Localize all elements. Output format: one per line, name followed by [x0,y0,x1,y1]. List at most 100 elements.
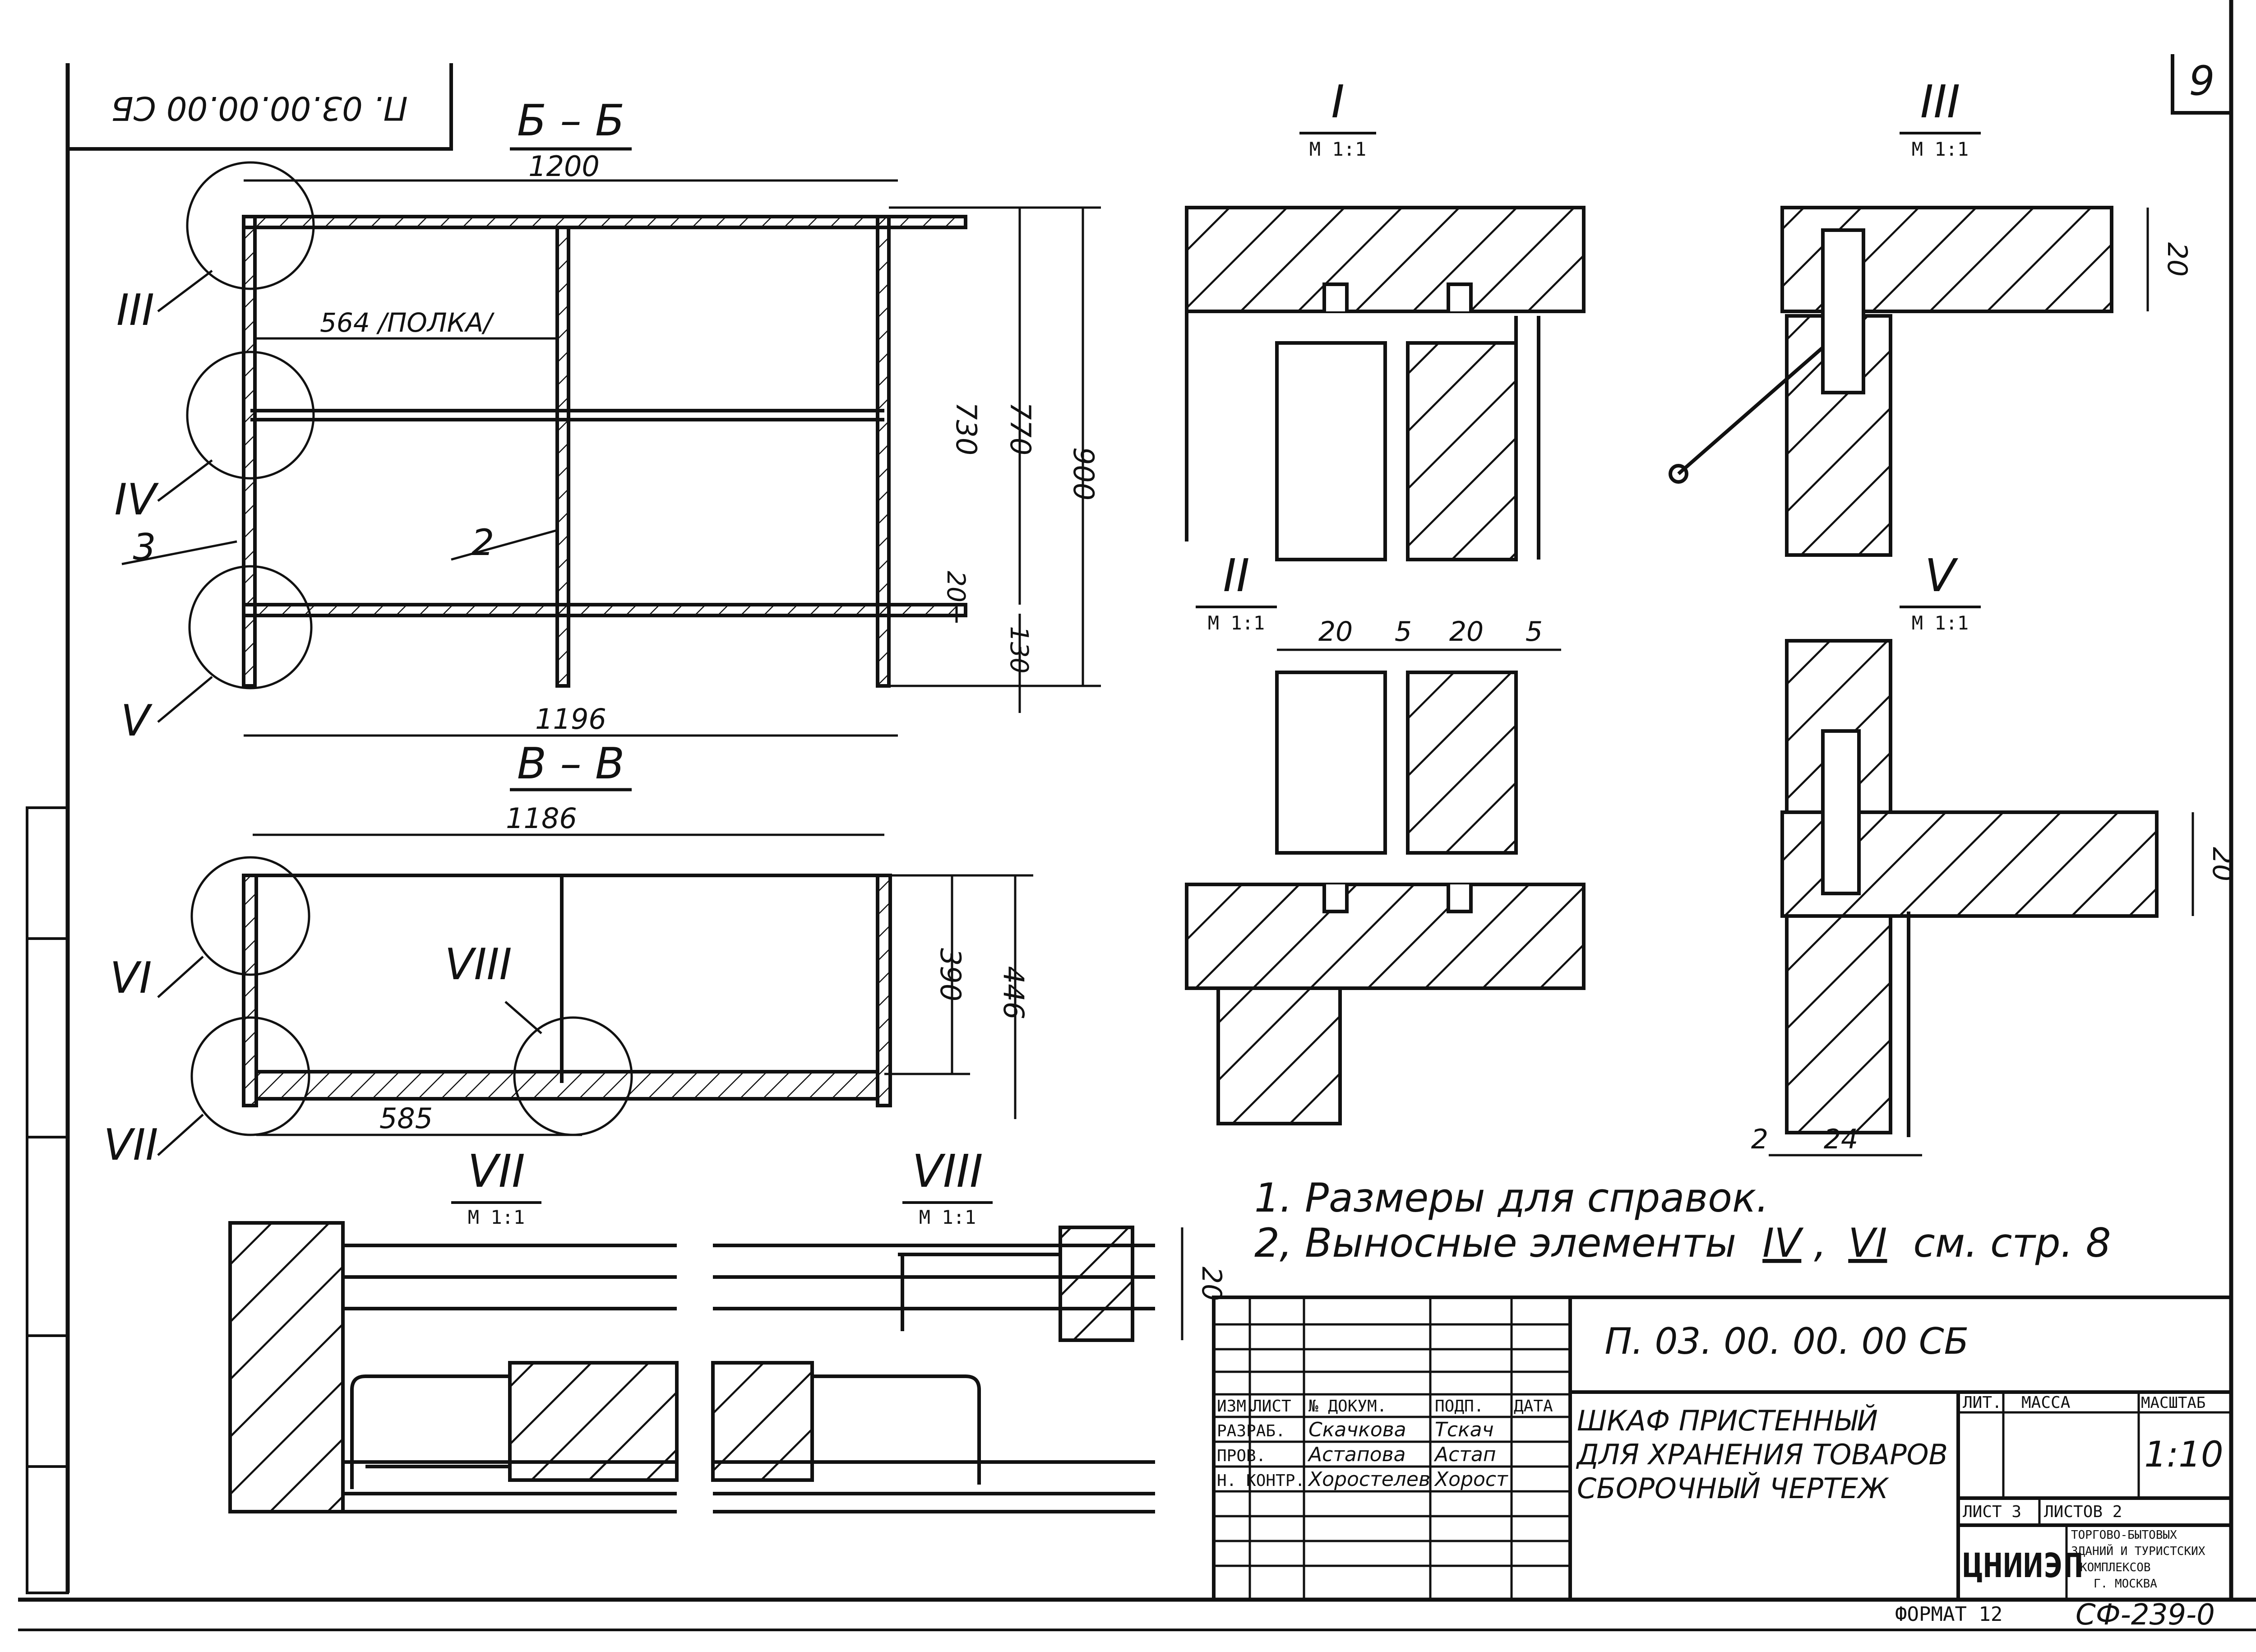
detail-III-title: III [1920,75,1960,128]
tb-name-line3: СБОРОЧНЫЙ ЧЕРТЕЖ [1577,1472,1889,1505]
detail-V-dim-20: 20 [2206,847,2238,881]
cabinet-body-bb [242,215,967,688]
left-margin-strip [26,806,69,1594]
detail-VIII-title: VIII [912,1145,983,1198]
tb-hdr-data: ДАТА [1514,1397,1553,1416]
detail-III-scale: М 1:1 [1912,138,1969,160]
tb-org-line4: Г. МОСКВА [2094,1577,2157,1591]
detail-II-dim-20a: 20 [1318,616,1353,648]
detail-II-title: II [1223,549,1250,602]
tb-sig-prov: Астап [1433,1443,1496,1466]
note-2: 2, Выносные элементы IV , VI см. стр. 8 [1254,1220,2111,1266]
detail-VII-scale: М 1:1 [468,1206,525,1228]
tb-name-razrab: Скачкова [1308,1418,1406,1441]
tb-org-line3: КОМПЛЕКСОВ [2080,1561,2151,1574]
tb-name-line1: ШКАФ ПРИСТЕННЫЙ [1577,1404,1878,1437]
detail-II-scale: М 1:1 [1208,612,1265,634]
detail-III-dim-20: 20 [2161,242,2193,277]
callout-2: 2 [472,522,495,564]
note-1: 1. Размеры для справок. [1254,1175,1769,1221]
detail-VIII-dim-20: 20 [1196,1267,1227,1301]
dim-730: 730 [950,402,983,455]
tb-role-razrab: РАЗРАБ. [1217,1422,1285,1440]
tb-col-masshtab: МАСШТАБ [2141,1394,2205,1412]
detail-III: III М 1:1 20 [1669,75,2193,557]
notes: 1. Размеры для справок. 2, Выносные элем… [1254,1175,2111,1266]
detail-VIII-scale: М 1:1 [919,1206,976,1228]
tb-role-prov: ПРОВ. [1217,1447,1266,1465]
tb-name-prov: Астапова [1307,1443,1405,1466]
tb-org-line2: ЗДАНИЙ И ТУРИСТСКИХ [2071,1544,2205,1558]
detail-I-title: I [1331,75,1345,128]
dimensions-bb [244,179,1101,737]
detail-II: II М 1:1 20 5 20 5 [1185,549,1586,1125]
dim-1200: 1200 [528,150,600,183]
tb-sheet: ЛИСТ 3 [1963,1503,2021,1521]
detail-VII-title: VII [467,1145,525,1198]
note-2-prefix: 2, Выносные элементы [1254,1220,1736,1266]
callout-label-IV: IV [114,475,159,525]
tb-sig-nkontr: Хорост [1434,1468,1508,1491]
stamp-box-top-left: П. 03.00.00.00 СБ [66,63,453,151]
callout-label-VIII: VIII [444,940,512,990]
dim-446: 446 [997,966,1030,1019]
callout-label-VII: VII [103,1120,158,1170]
detail-II-dim-20b: 20 [1449,616,1484,648]
note-2-separator: , [1814,1220,1826,1266]
dim-770: 770 [1004,402,1037,455]
callout-label-III: III [116,286,154,335]
tb-org-line1: ТОРГОВО-БЫТОВЫХ [2071,1528,2177,1542]
tb-hdr-ndok: № ДОКУМ. [1308,1397,1387,1416]
detail-II-dim-5a: 5 [1395,616,1412,648]
tb-name-line2: ДЛЯ ХРАНЕНИЯ ТОВАРОВ [1576,1438,1948,1471]
tb-org-logo: ЦНИИЭП [1963,1546,2083,1585]
detail-V-title: V [1925,549,1959,602]
detail-VII: VII М 1:1 [228,1145,679,1513]
footer-code: СФ-239-0 [2076,1598,2215,1632]
section-v-v-title: В – В [517,739,624,789]
stamp-code-rotated: П. 03.00.00.00 СБ [111,89,408,127]
section-v-v: В – В 1186 585 390 446 [103,739,1033,1170]
section-b-b-title: Б – Б [517,96,624,146]
detail-VIII: VIII М 1:1 20 [711,1145,1227,1513]
detail-I: I М 1:1 [1185,75,1586,561]
tb-hdr-list: ЛИСТ [1252,1397,1291,1416]
tb-sheets: ЛИСТОВ 2 [2044,1503,2122,1521]
tb-designation: П. 03. 00. 00. 00 СБ [1605,1320,1969,1362]
callout-3: 3 [133,526,156,568]
tb-role-nkontr: Н. КОНТР. [1217,1472,1305,1490]
title-block: П. 03. 00. 00. 00 СБ ИЗМ. ЛИСТ № ДОКУМ. … [1212,1296,2233,1601]
note-2-ref-VI: VI [1848,1220,1887,1266]
callout-circles-vv [157,856,633,1156]
dim-130: 130 [1005,626,1034,674]
note-2-suffix: см. стр. 8 [1913,1220,2111,1266]
dim-1186: 1186 [506,802,577,835]
dim-564-shelf: 564 /ПОЛКА/ [320,307,495,338]
dim-585: 585 [379,1102,433,1135]
note-2-ref-IV: IV [1762,1220,1804,1266]
detail-V: V М 1:1 20 2 24 [1751,549,2238,1157]
detail-V-dim-2: 2 [1751,1124,1768,1155]
dim-1196: 1196 [535,703,606,736]
dim-900: 900 [1067,447,1100,500]
footer-format: ФОРМАТ 12 [1895,1603,2002,1626]
footer: ФОРМАТ 12 СФ-239-0 [1895,1598,2215,1632]
dim-390: 390 [934,948,967,1001]
tb-name-nkontr: Хоростелев [1308,1468,1430,1491]
detail-V-scale: М 1:1 [1912,612,1969,634]
page-number-box: 9 [2171,54,2231,115]
tb-sig-razrab: Тскач [1435,1418,1494,1441]
detail-II-dim-5b: 5 [1526,616,1543,648]
section-b-b: Б – Б 1200 564 /ПОЛКА/ 1196 730 770 9 [114,96,1101,746]
callout-label-VI: VI [110,953,152,1003]
callout-label-V: V [121,696,153,746]
tb-scale-value: 1:10 [2144,1435,2223,1475]
callout-circles-bb [121,161,558,723]
detail-I-scale: М 1:1 [1309,138,1366,160]
page-number: 9 [2189,57,2214,105]
tb-hdr-izm: ИЗМ. [1217,1397,1256,1416]
detail-V-dim-24: 24 [1824,1124,1858,1155]
dimensions-vv [253,833,1033,1136]
tb-hdr-podp: ПОДП. [1435,1397,1484,1416]
